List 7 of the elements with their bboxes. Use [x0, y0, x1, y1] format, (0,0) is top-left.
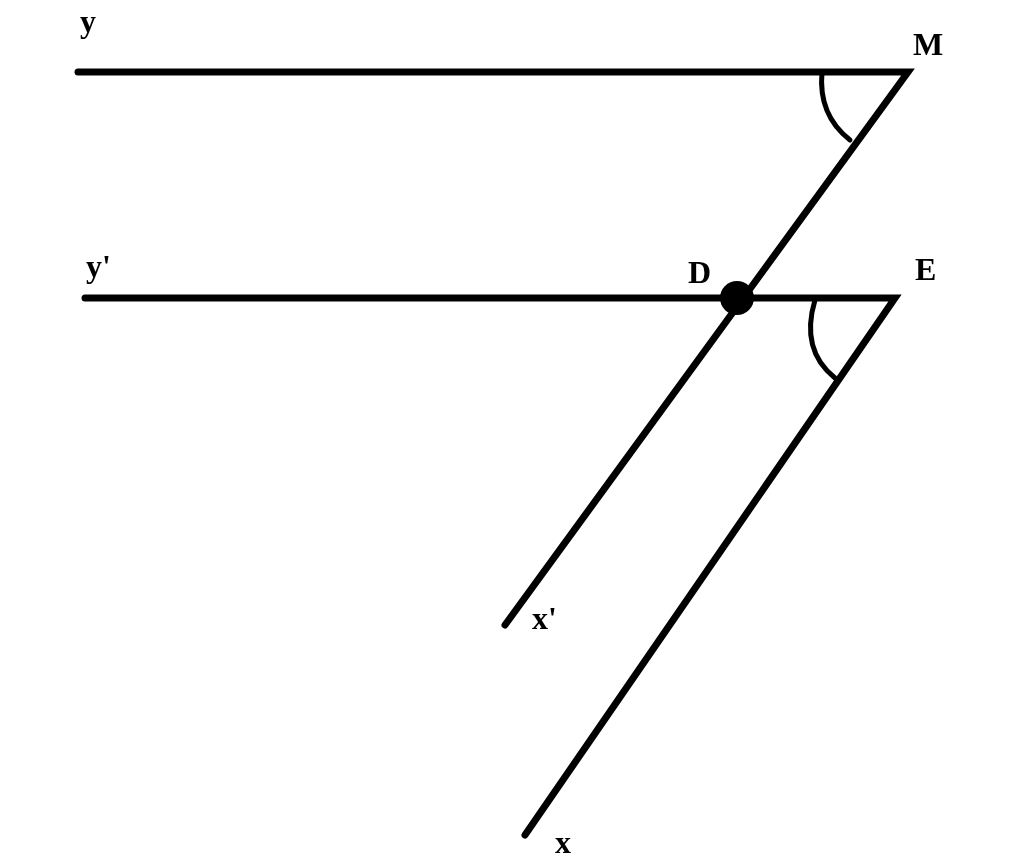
ray-label: y': [86, 250, 111, 282]
point-label: D: [688, 256, 712, 288]
point-label: E: [915, 253, 937, 285]
point-label: M: [913, 28, 944, 60]
ray-label: y: [80, 5, 96, 37]
ray-label: x': [532, 602, 557, 634]
ray-label: x: [555, 826, 571, 858]
